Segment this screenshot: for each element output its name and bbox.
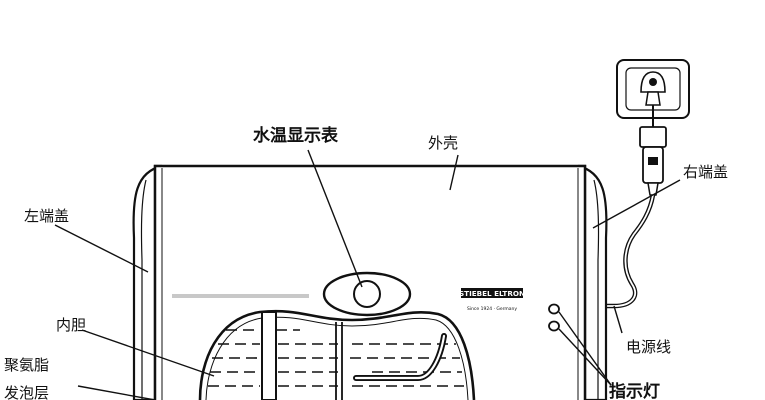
label-outer-shell: 外壳 — [428, 134, 458, 152]
label-power-cord: 电源线 — [626, 338, 671, 356]
leader-inner-tank — [81, 329, 215, 377]
label-left-end-cover: 左端盖 — [24, 207, 69, 225]
power-plug — [639, 91, 667, 196]
leader-outer-shell — [449, 154, 459, 191]
brand-name: STIEBEL ELTRON — [459, 289, 525, 298]
water-temp-gauge — [322, 271, 412, 317]
leader-indicator-light-1 — [558, 311, 612, 386]
indicator-lights — [548, 303, 560, 332]
label-foam-layer-line2: 发泡层 — [4, 384, 49, 400]
leader-left-end-cover — [54, 224, 149, 273]
brand-plate: STIEBEL ELTRON Since 1924 · Germany — [459, 288, 525, 312]
leader-lines — [54, 149, 681, 400]
temperature-probe-tube — [261, 311, 277, 400]
label-foam-layer-line1: 聚氨脂 — [4, 356, 49, 374]
water-dashes — [208, 329, 464, 387]
label-indicator-light: 指示灯 — [609, 381, 660, 400]
heating-element — [353, 333, 447, 381]
brand-tagline: Since 1924 · Germany — [467, 306, 517, 312]
leader-power-cord — [613, 305, 623, 334]
label-inner-tank: 内胆 — [56, 316, 86, 334]
leader-water-temp-gauge — [307, 149, 363, 288]
indicator-light-1 — [548, 303, 560, 315]
leader-right-end-cover — [592, 179, 681, 229]
shell-highlight — [172, 294, 309, 298]
leader-foam-layer — [77, 385, 156, 400]
label-right-end-cover: 右端盖 — [683, 163, 728, 181]
indicator-light-2 — [548, 320, 560, 332]
inner-pipe — [335, 322, 343, 400]
label-water-temp-gauge: 水温显示表 — [253, 125, 339, 146]
leader-indicator-light-2 — [558, 328, 612, 386]
wall-socket — [616, 59, 690, 119]
